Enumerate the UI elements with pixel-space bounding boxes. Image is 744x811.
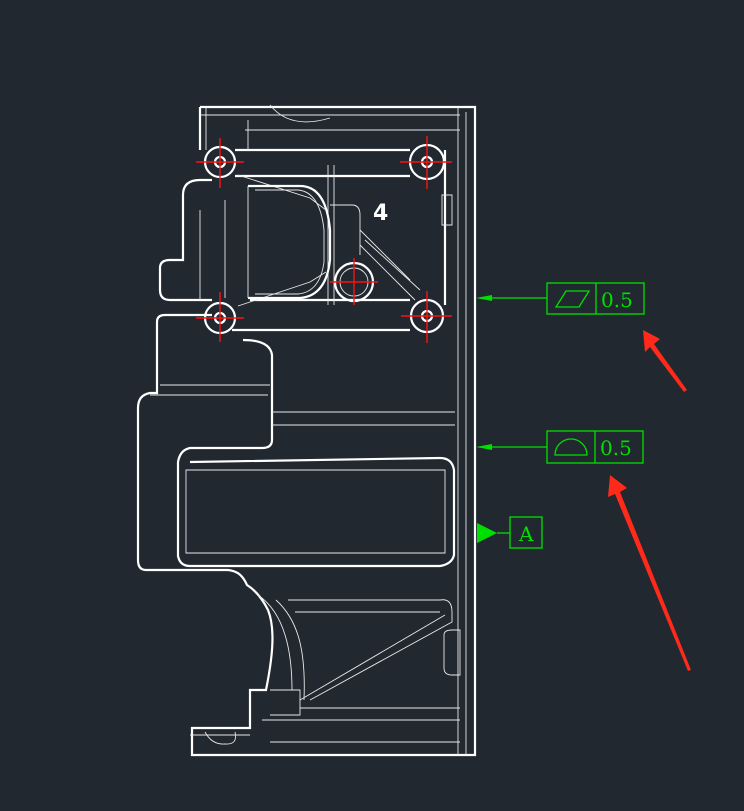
part-label: 4: [373, 201, 388, 226]
tolerance-value: 0.5: [600, 436, 632, 460]
mounting-boss-top-right: [400, 136, 452, 189]
feature-control-frame-profile[interactable]: 0.5: [476, 430, 644, 464]
flatness-icon: [554, 290, 591, 308]
leader-arrow-icon: [476, 444, 492, 450]
datum-feature-a[interactable]: A: [477, 516, 543, 549]
profile-of-surface-icon: [554, 438, 588, 456]
feature-control-frame-flatness[interactable]: 0.5: [476, 282, 645, 315]
datum-label: A: [518, 522, 534, 546]
leader-arrow-icon: [476, 295, 492, 301]
datum-triangle-icon: [477, 523, 497, 543]
mounting-boss-bottom-left: [196, 292, 244, 342]
mounting-boss-bottom-right: [401, 291, 452, 343]
mounting-boss-top-left: [196, 138, 244, 188]
tolerance-value: 0.5: [601, 288, 633, 312]
lower-cavity: [150, 338, 461, 745]
callout-arrow-profile: [608, 475, 691, 671]
upper-frame: [199, 104, 453, 332]
center-bore: [330, 258, 378, 305]
callout-arrow-flatness: [643, 330, 687, 392]
part-outline: [136, 105, 477, 757]
